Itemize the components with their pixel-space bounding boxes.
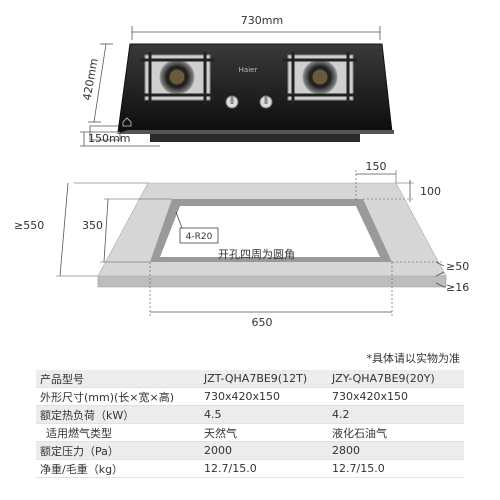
stove-depth-label: 420mm: [80, 57, 100, 101]
disclaimer-note: *具体请以实物为准: [366, 352, 461, 365]
bottom-gap-label: ≥50: [446, 260, 469, 273]
countertop: [97, 182, 447, 288]
spec-value-a: 2000: [200, 441, 328, 460]
stove-width-label: 730mm: [241, 14, 283, 27]
stove-body: [89, 43, 394, 142]
counter-depth-label: ≥550: [14, 219, 44, 232]
spec-value-b: 12.7/15.0: [328, 459, 464, 478]
spec-label: 适用燃气类型: [36, 423, 200, 442]
stove-height-label: 150mm: [88, 132, 130, 145]
table-row: 额定压力（Pa） 2000 2800: [36, 441, 464, 460]
table-row: 产品型号 JZT-QHA7BE9(12T) JZY-QHA7BE9(20Y): [36, 370, 464, 388]
right-offset-dimension: [363, 180, 414, 202]
depth-dimension: [88, 43, 113, 123]
counter-thickness-label: ≥16: [446, 281, 469, 294]
spec-value-b: 液化石油气: [328, 423, 464, 442]
height-dimension: [80, 131, 160, 147]
cutout-width-label: 650: [252, 316, 273, 329]
spec-value-a: 天然气: [200, 423, 328, 442]
corner-radius-label: 4-R20: [186, 232, 213, 242]
table-row: 适用燃气类型 天然气 液化石油气: [36, 423, 464, 442]
cutout-depth-dimension: [100, 198, 172, 263]
spec-table: 产品型号 JZT-QHA7BE9(12T) JZY-QHA7BE9(20Y) 外…: [36, 370, 464, 478]
spec-value-b: 2800: [328, 441, 464, 460]
brand-logo: Haier: [239, 66, 258, 74]
cutout-right-offset-label: 100: [420, 185, 441, 198]
spec-value-a: 730x420x150: [200, 387, 328, 406]
thickness-dimension: [435, 282, 446, 288]
dimension-drawing: 730mm 420mm Haier: [14, 14, 469, 329]
table-row: 净重/毛重（kg） 12.7/15.0 12.7/15.0: [36, 459, 464, 478]
spec-value-b: 4.2: [328, 405, 464, 424]
counter-depth-dimension: [56, 182, 148, 277]
home-icon: [122, 117, 132, 127]
spec-label: 额定热负荷（kW）: [36, 405, 200, 424]
spec-value-a: 4.5: [200, 405, 328, 424]
spec-value-a: JZT-QHA7BE9(12T): [200, 370, 328, 388]
control-knobs[interactable]: [225, 95, 273, 109]
spec-value-a: 12.7/15.0: [200, 459, 328, 478]
spec-value-b: 730x420x150: [328, 387, 464, 406]
corner-note: 开孔四周为圆角: [218, 248, 295, 261]
table-row: 额定热负荷（kW） 4.5 4.2: [36, 405, 464, 424]
spec-label: 额定压力（Pa）: [36, 441, 200, 460]
cutout-depth-label: 350: [82, 219, 103, 232]
corner-radius-callout: [175, 211, 219, 244]
spec-value-b: JZY-QHA7BE9(20Y): [328, 370, 464, 388]
cutout-width-dimension: [149, 262, 393, 318]
spec-label: 产品型号: [36, 370, 200, 388]
spec-label: 净重/毛重（kg）: [36, 459, 200, 478]
width-dimension: [131, 26, 381, 40]
top-offset-dimension: [355, 170, 397, 200]
bottom-gap-dimension: [392, 261, 445, 277]
cutout-top-offset-label: 150: [366, 160, 387, 173]
table-row: 外形尺寸(mm)(长×宽×高) 730x420x150 730x420x150: [36, 387, 464, 406]
spec-label: 外形尺寸(mm)(长×宽×高): [36, 387, 200, 406]
